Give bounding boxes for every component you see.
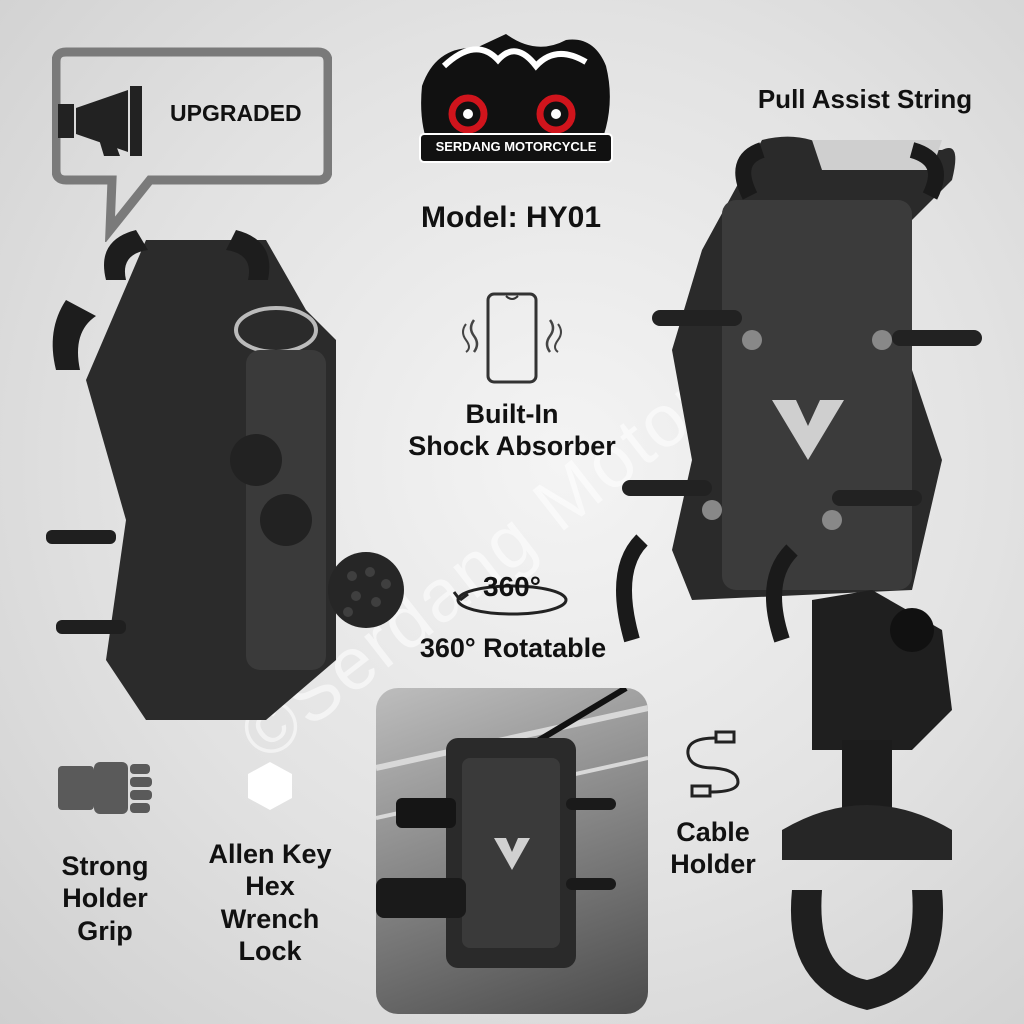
allen-line4: Lock xyxy=(238,936,302,967)
megaphone-icon xyxy=(58,86,142,156)
allen-line2: Hex xyxy=(245,871,295,902)
shock-label: Built-In Shock Absorber xyxy=(392,398,632,463)
phone-vibrate-icon xyxy=(462,292,562,384)
motorcycle-logo-icon xyxy=(419,34,613,163)
badge-text: UPGRADED xyxy=(170,100,302,126)
holder-side-image xyxy=(46,230,404,720)
speech-bubble-icon xyxy=(51,47,333,244)
rotate-label: 360° Rotatable xyxy=(419,633,607,663)
photo-content-image xyxy=(376,688,648,968)
allen-line3: Wrench xyxy=(220,903,320,934)
logo-text: SERDANG MOTORCYCLE xyxy=(435,139,597,154)
rotate-arrow-icon xyxy=(452,584,568,616)
shock-line1: Built-In xyxy=(465,399,559,429)
mounted-holder-photo xyxy=(376,688,648,1014)
allen-label: Allen Key Hex Wrench Lock xyxy=(192,838,348,968)
fist-icon xyxy=(58,762,152,814)
grip-line3: Grip xyxy=(77,915,133,946)
rotate-360-icon: 360° xyxy=(452,562,572,622)
rotate-badge: 360° xyxy=(483,571,541,602)
cable-icon xyxy=(686,730,740,798)
upgraded-badge: UPGRADED xyxy=(51,42,333,244)
grip-line2: Holder xyxy=(62,883,148,914)
cable-line2: Holder xyxy=(670,849,756,880)
grip-line1: Strong xyxy=(61,851,149,881)
holder-front-image xyxy=(616,136,982,1010)
cable-line1: Cable xyxy=(676,817,750,847)
pull-assist-label: Pull Assist String xyxy=(757,84,973,114)
model-title: Model: HY01 xyxy=(420,201,602,234)
cable-label: Cable Holder xyxy=(650,816,776,881)
hexagon-icon xyxy=(248,762,292,810)
brand-logo: SERDANG MOTORCYCLE xyxy=(416,26,616,166)
shock-line2: Shock Absorber xyxy=(408,431,616,462)
grip-label: Strong Holder Grip xyxy=(40,850,170,947)
allen-line1: Allen Key xyxy=(208,839,332,869)
